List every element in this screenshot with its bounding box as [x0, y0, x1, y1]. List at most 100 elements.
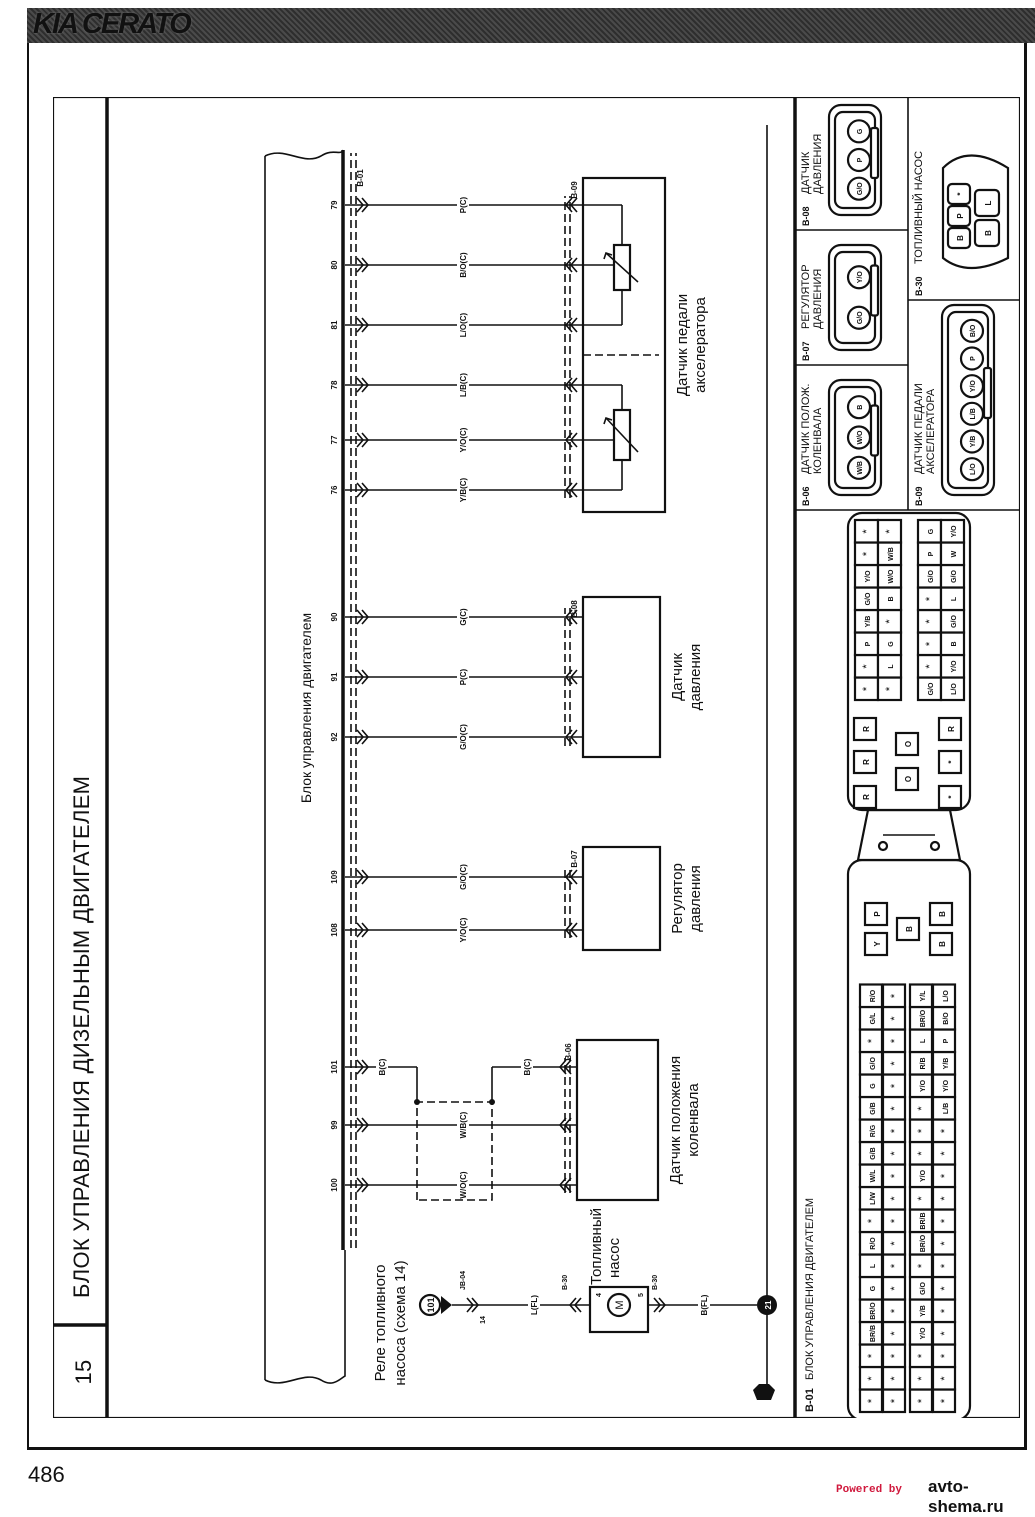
junction-code: JB-04: [460, 1271, 467, 1290]
sensor-side-chevron-icon: [569, 482, 578, 498]
b01-pin-color: B: [951, 641, 958, 646]
pump-wire-out-label: B(FL): [700, 1294, 709, 1315]
page-frame: [27, 43, 1027, 1450]
b09-code: B-09: [914, 486, 924, 506]
b06-pin-label: W/B: [857, 461, 864, 475]
b01-pin-color: *: [889, 1083, 901, 1088]
wiper-arrow-icon: [605, 252, 639, 283]
wire-color-label: Y/O(C): [459, 917, 468, 942]
b01-pin-color: *: [889, 1263, 901, 1268]
page-number: 486: [28, 1462, 65, 1487]
wire-color-label: W/B(C): [459, 1111, 468, 1138]
b01-pin-color: *: [866, 1218, 878, 1223]
b01-pin-color: G: [870, 1083, 877, 1089]
b01-pin-color: L: [920, 1038, 927, 1043]
b01-power-pin: [928, 931, 954, 957]
sensor-side-chevron-icon: [569, 197, 578, 213]
ecu-label: Блок управления двигателем: [298, 613, 314, 803]
b01-pin-color: *: [861, 529, 873, 534]
ecu-side-chevron-icon: [356, 482, 365, 498]
b30-pin-label: L: [984, 200, 993, 205]
b01-pin-color: *: [884, 619, 896, 624]
ecu-side-chevron-icon: [361, 197, 370, 213]
b01-power-pin: [863, 901, 889, 927]
b01-pin-color: P: [928, 551, 935, 556]
b01-pin-color: *: [866, 1038, 878, 1043]
arrowhead-icon: [603, 251, 613, 260]
b01-power-pin-label: *: [947, 795, 956, 799]
b01-pin-color: L/O: [951, 683, 958, 695]
b01-pin-color: G/O: [920, 1282, 927, 1295]
ecu-pin-number: 78: [330, 380, 339, 389]
component-label: давления: [687, 865, 704, 932]
b07-pin-label: G/O: [857, 311, 864, 324]
b01-pin-color: *: [916, 1398, 928, 1403]
wire-color-label: Y/O(C): [459, 427, 468, 452]
b01-pin-color: Y/O: [920, 1169, 927, 1182]
b08-title: ДАТЧИК: [800, 151, 812, 194]
pump-connector-out: B-30: [652, 1275, 659, 1290]
b01-pin-color: W/L: [870, 1169, 877, 1183]
b01-pin-color: *: [889, 1218, 901, 1223]
b08-title: ДАВЛЕНИЯ: [812, 134, 824, 194]
pump-connector-in: B-30: [562, 1275, 569, 1290]
b01-power-pin: [937, 784, 963, 810]
ecu-side-chevron-icon: [356, 922, 365, 938]
b01-pin-color: W: [951, 550, 958, 557]
b01-pin-color: *: [939, 1241, 951, 1246]
b01-power-pin: [852, 749, 878, 775]
b01-pin-color: R/O: [870, 989, 877, 1002]
label-gap: [457, 367, 469, 403]
motor-letter: M: [614, 1300, 626, 1309]
pump-in-chevron-icon: [568, 1297, 577, 1313]
b01-pin-color: G: [870, 1285, 877, 1291]
label-gap: [457, 1167, 469, 1203]
b08-pin-label: G/O: [857, 182, 864, 195]
fuel-pump-label: насос: [606, 1237, 623, 1278]
b01-pin-color: Y/O: [951, 660, 958, 673]
ecu-pin-number: 99: [330, 1120, 339, 1129]
ground-symbol-icon: [753, 1384, 775, 1400]
b01-pin-color: *: [939, 1263, 951, 1268]
b01-pin-color: *: [889, 1331, 901, 1336]
b01-pin-color: L: [951, 596, 958, 601]
ecu-pin-number: 108: [330, 923, 339, 937]
label-gap: [457, 859, 469, 895]
relay-reference-circle: [418, 1293, 442, 1317]
wire-color-label: B(C): [378, 1058, 387, 1075]
shield-box: [416, 1101, 493, 1201]
b01-power-pin: [937, 716, 963, 742]
component-label: Датчик: [669, 653, 686, 701]
b01-power-pin-label: O: [904, 776, 913, 782]
b01-pin-color: BR/O: [920, 1234, 927, 1252]
b30-code: B-30: [914, 276, 924, 296]
b01-pin-color: *: [939, 1286, 951, 1291]
motor-icon: [606, 1292, 632, 1318]
b09-pin-label: P: [970, 356, 977, 361]
ecu-side-chevron-icon: [356, 257, 365, 273]
b30-title: ТОПЛИВНЫЙ НАСОС: [912, 151, 925, 264]
ecu-side-chevron-icon: [356, 609, 365, 625]
wiper-arrow-icon: [605, 417, 639, 453]
b01-pin-color: *: [889, 1196, 901, 1201]
b01-pin-color: *: [866, 1376, 878, 1381]
b01-pin-color: Y/B: [920, 1305, 927, 1317]
b30-pin: [973, 188, 1001, 218]
b01-pin-color: L: [870, 1263, 877, 1268]
b01-pin-color: *: [889, 1151, 901, 1156]
b07-latch: [869, 264, 880, 317]
b01-pin-color: Y/O: [920, 1079, 927, 1092]
ecu-wavy-edge-left: [264, 1250, 346, 1384]
b09-latch: [982, 366, 993, 420]
b01-pin-color: G: [888, 641, 895, 647]
b01-pin-color: Y/O: [865, 570, 872, 583]
ecu-pin-number: 80: [330, 260, 339, 269]
ecu-side-chevron-icon: [356, 669, 365, 685]
b01-pin-color: W/B: [888, 547, 895, 561]
b06-pin-label: W/O: [857, 430, 864, 445]
b01-pin-color: *: [861, 686, 873, 691]
ecu-side-chevron-icon: [361, 432, 370, 448]
ecu-side-chevron-icon: [356, 1059, 365, 1075]
pump-pin-out: 5: [638, 1293, 645, 1297]
b01-power-pin: [937, 749, 963, 775]
